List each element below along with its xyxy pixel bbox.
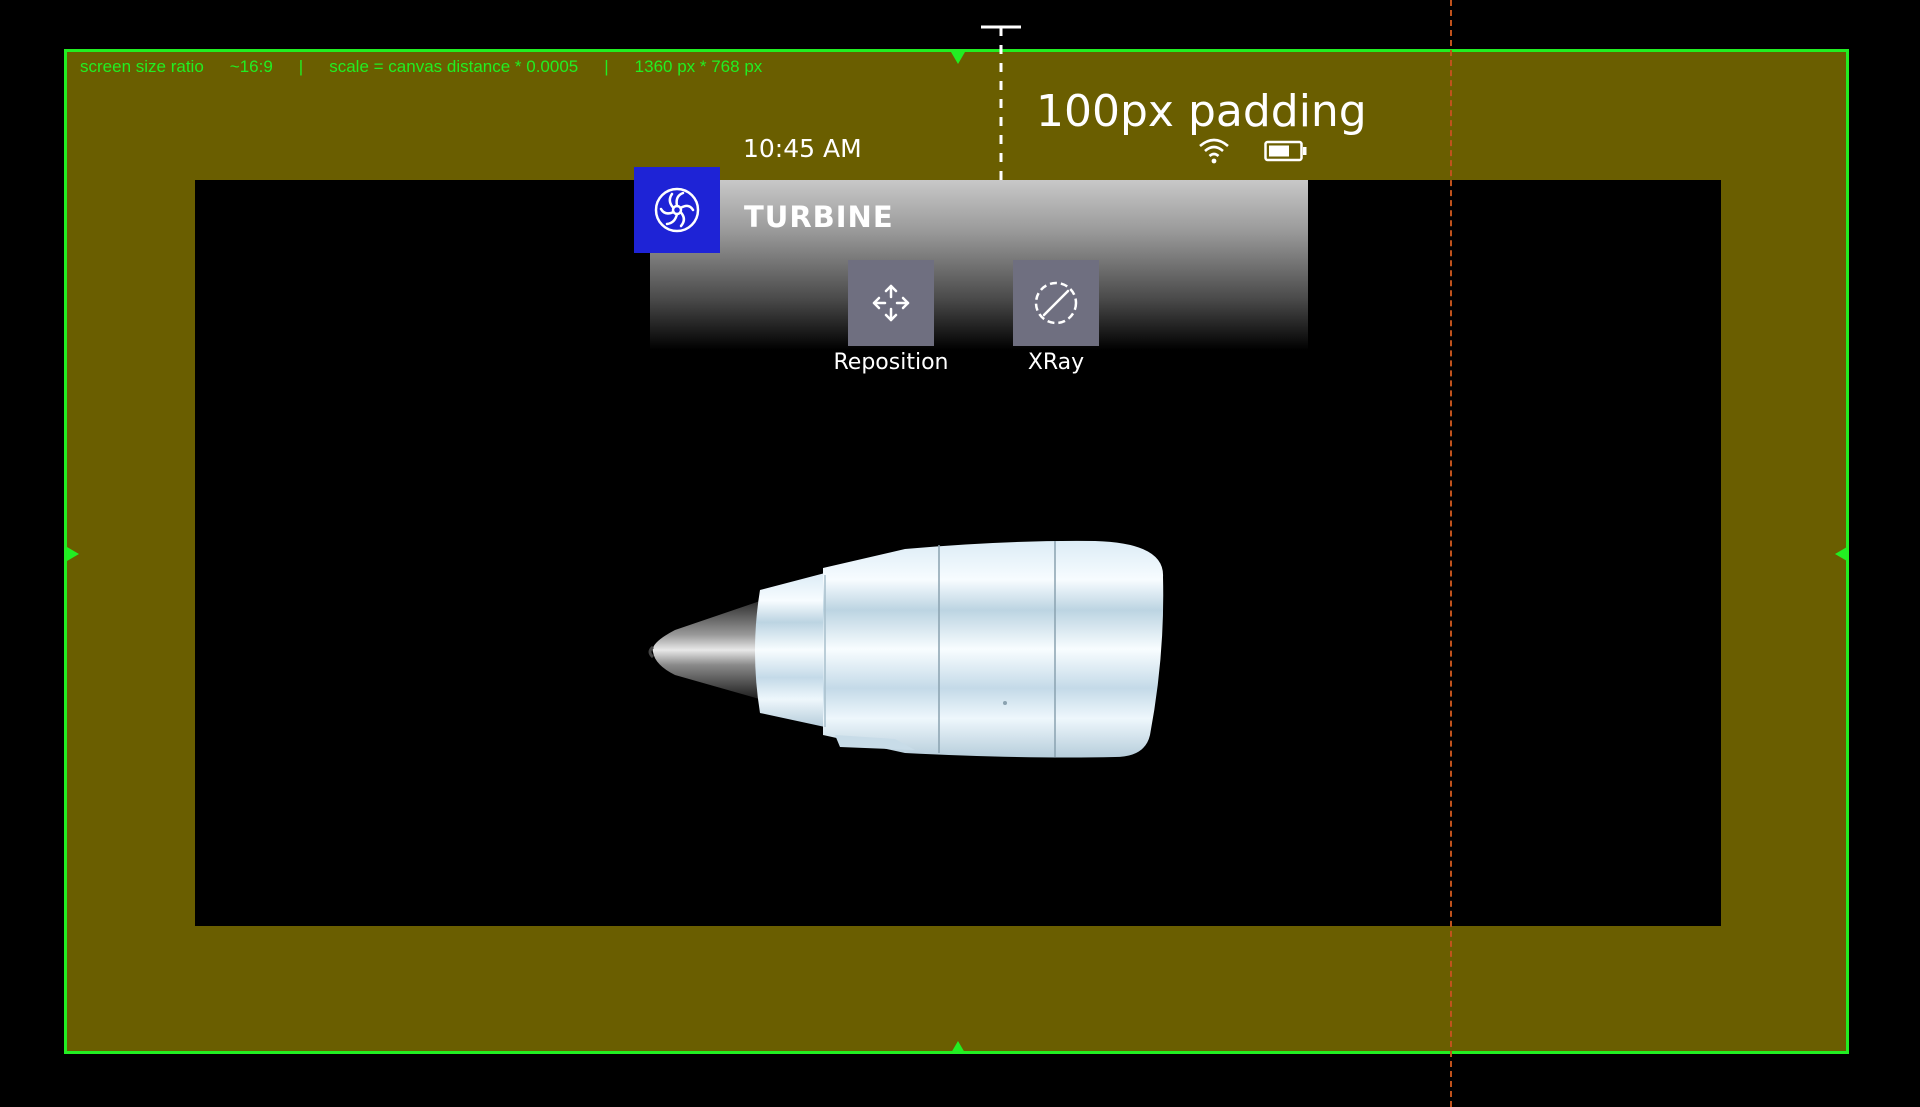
- padding-label: 100px padding: [1036, 86, 1367, 137]
- reposition-button[interactable]: [848, 260, 934, 346]
- jet-engine-model[interactable]: [645, 535, 1175, 765]
- screen-ratio-value: ~16:9: [229, 57, 273, 76]
- frame-marker-right: [1835, 547, 1847, 561]
- frame-marker-top: [951, 52, 965, 64]
- app-icon-tile[interactable]: [634, 167, 720, 253]
- frame-marker-bottom: [951, 1041, 965, 1053]
- frame-marker-left: [67, 547, 79, 561]
- xray-label: XRay: [1027, 350, 1085, 375]
- wifi-icon: [1199, 138, 1229, 164]
- turbine-fan-icon: [654, 187, 700, 233]
- padding-measure-icon: [981, 25, 1021, 197]
- scale-text: scale = canvas distance * 0.0005: [329, 57, 579, 76]
- resolution-text: 1360 px * 768 px: [634, 57, 763, 76]
- info-separator: |: [298, 57, 304, 76]
- debug-info-bar: screen size ratio ~16:9 | scale = canvas di…: [80, 57, 788, 77]
- xray-slash-circle-icon: [1034, 281, 1078, 325]
- xray-button[interactable]: [1013, 260, 1099, 346]
- info-separator: |: [604, 57, 609, 76]
- screen-ratio-label: screen size ratio: [80, 57, 204, 76]
- battery-icon: [1264, 140, 1307, 162]
- move-arrows-icon: [872, 284, 910, 322]
- app-panel: [650, 180, 1308, 350]
- reposition-label: Reposition: [833, 350, 949, 375]
- vertical-guide-line: [1450, 0, 1452, 1107]
- app-title: TURBINE: [744, 200, 894, 234]
- status-time: 10:45 AM: [743, 134, 862, 163]
